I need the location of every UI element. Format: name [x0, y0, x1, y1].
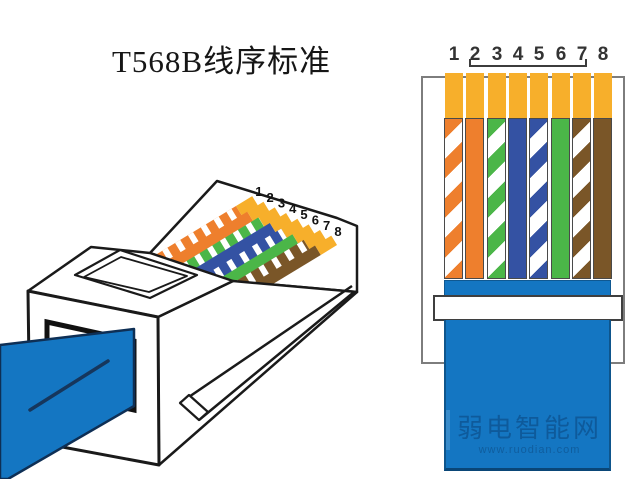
gold-contact-tip [269, 213, 292, 233]
pin-contact-7 [573, 73, 591, 118]
pin-contact-2 [466, 73, 484, 118]
cable-highlight-line [28, 359, 110, 412]
latch-tip [178, 393, 210, 422]
gold-contact-tip [292, 224, 315, 244]
wire-white-blue [529, 118, 548, 279]
latch-recess-floor [83, 256, 188, 293]
gold-contact-tip [258, 207, 281, 227]
connector-pin-number-2: 2 [267, 190, 274, 205]
pin-contact-5 [530, 73, 548, 118]
wire-white-green [487, 118, 506, 279]
connector-wires [151, 196, 338, 306]
connector-pin-number-5: 5 [300, 207, 307, 222]
pin-number-6: 6 [555, 44, 567, 65]
pin-number-2: 2 [469, 44, 481, 65]
wire-orange [465, 118, 484, 279]
pin-contact-3 [488, 73, 506, 118]
pin-contact-6 [552, 73, 570, 118]
wire-white-orange [444, 118, 463, 279]
connector-pin-number-1: 1 [255, 184, 262, 199]
gold-contact-tip [235, 196, 258, 216]
gold-contact-tip [247, 201, 270, 222]
pin-contact-4 [509, 73, 527, 118]
connector-pin-number-7: 7 [323, 218, 330, 233]
connector-pin-number-3: 3 [278, 196, 285, 211]
connector-pin-number-6: 6 [312, 212, 319, 227]
connector-wire-orange [163, 211, 254, 273]
gold-contact-tip [281, 218, 304, 238]
connector-pin-number-8: 8 [334, 224, 341, 239]
latch-top-edge [179, 284, 353, 405]
wire-green [551, 118, 570, 279]
cable-jacket-top [444, 280, 611, 296]
cable-clamp-band [433, 295, 623, 321]
pin-number-4: 4 [512, 44, 524, 65]
wire-stripe-overlay [151, 205, 242, 267]
latch-bottom-edge [198, 291, 355, 421]
pin-bracket-2-7 [469, 59, 587, 67]
wire-white-brown [572, 118, 591, 279]
watermark-text: 弱电智能网 [456, 413, 602, 443]
wire-brown [593, 118, 612, 279]
pin-contact-1 [445, 73, 463, 118]
connector-wire-white-green [174, 217, 265, 278]
pin-number-7: 7 [576, 44, 588, 65]
wire-stripe-overlay [197, 228, 287, 290]
cable-jacket-body: 弱电智能网 www.ruodian.com [444, 320, 611, 471]
watermark-url: www.ruodian.com [478, 444, 581, 456]
pin-number-3: 3 [491, 44, 503, 65]
watermark-logo [446, 410, 450, 450]
pin-number-8: 8 [597, 44, 609, 65]
pin-number-5: 5 [533, 44, 545, 65]
gold-contact-tip [315, 235, 338, 255]
page-title: T568B线序标准 [112, 44, 332, 79]
pin-number-1: 1 [448, 44, 460, 65]
gold-contact-tip [303, 230, 326, 250]
wire-blue [508, 118, 527, 279]
pin-contact-8 [594, 73, 612, 118]
connector-pin-number-4: 4 [289, 201, 297, 216]
